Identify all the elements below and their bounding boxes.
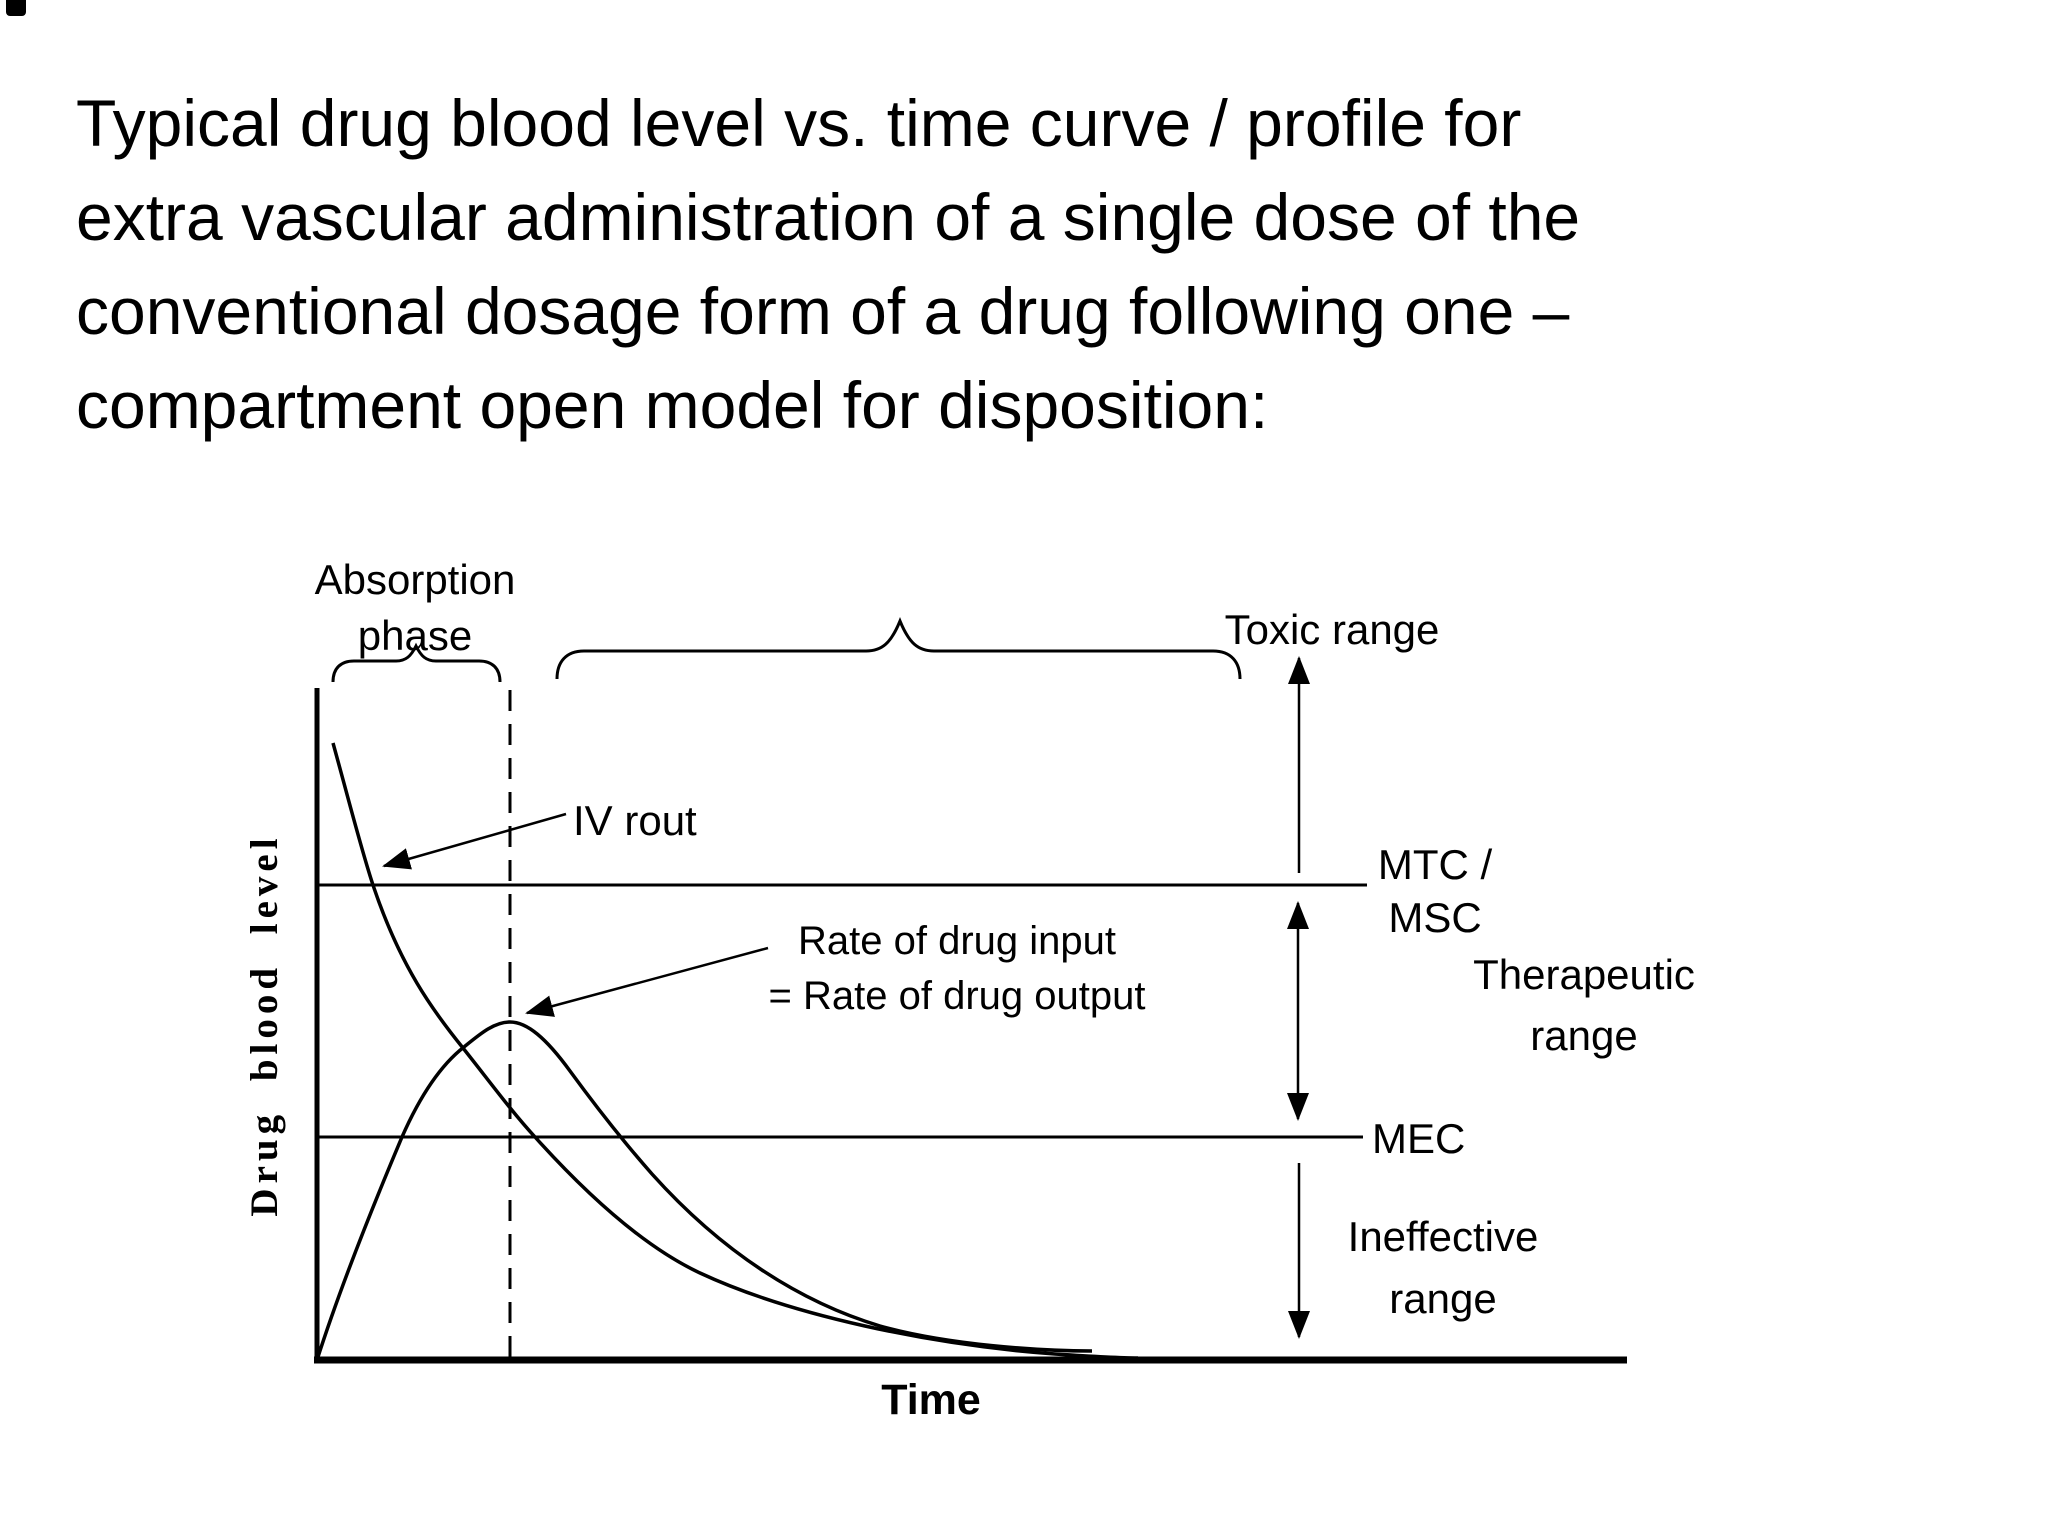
therapeutic-range-label-line-2: range bbox=[1530, 1012, 1638, 1059]
title-line-4: compartment open model for disposition: bbox=[76, 368, 1269, 442]
rate-equilibrium-label-line-2: = Rate of drug output bbox=[768, 974, 1146, 1018]
corner-artifact-mark bbox=[6, 0, 26, 16]
absorption-phase-label-line-2: phase bbox=[357, 612, 473, 659]
iv-route-leader-arrow bbox=[382, 812, 567, 870]
ineffective-range-label-line-2: range bbox=[1389, 1275, 1497, 1322]
mtc-msc-label-line-2: MSC bbox=[1388, 894, 1482, 941]
mec-label: MEC bbox=[1372, 1115, 1466, 1162]
title-line-1: Typical drug blood level vs. time curve … bbox=[76, 86, 1522, 160]
ineffective-range-label: Ineffective range bbox=[1348, 1206, 1539, 1330]
mtc-msc-label-line-1: MTC / bbox=[1377, 841, 1493, 888]
title-line-3: conventional dosage form of a drug follo… bbox=[76, 274, 1570, 348]
absorption-phase-label-line-1: Absorption bbox=[314, 556, 516, 603]
rate-equilibrium-leader-arrow bbox=[525, 946, 769, 1017]
therapeutic-range-label: Therapeutic range bbox=[1473, 944, 1695, 1066]
absorption-phase-brace bbox=[331, 642, 502, 683]
y-axis-label: Drug blood level bbox=[243, 833, 286, 1217]
ineffective-range-label-line-1: Ineffective bbox=[1347, 1213, 1539, 1260]
toxic-range-label: Toxic range bbox=[1224, 606, 1440, 653]
mtc-msc-label: MTC / MSC bbox=[1378, 838, 1492, 944]
extravascular-curve bbox=[315, 1020, 1093, 1361]
iv-route-curve bbox=[331, 742, 1139, 1360]
rate-equilibrium-label-line-1: Rate of drug input bbox=[798, 919, 1116, 963]
iv-route-label: IV rout bbox=[573, 797, 697, 844]
post-absorption-brace bbox=[555, 617, 1242, 680]
absorption-phase-label: Absorption phase bbox=[315, 552, 516, 664]
therapeutic-range-label-line-1: Therapeutic bbox=[1473, 951, 1695, 998]
slide-title: Typical drug blood level vs. time curve … bbox=[76, 76, 1976, 452]
title-line-2: extra vascular administration of a singl… bbox=[76, 180, 1581, 254]
x-axis-label: Time bbox=[881, 1376, 981, 1424]
rate-equilibrium-label: Rate of drug input = Rate of drug output bbox=[769, 914, 1146, 1024]
